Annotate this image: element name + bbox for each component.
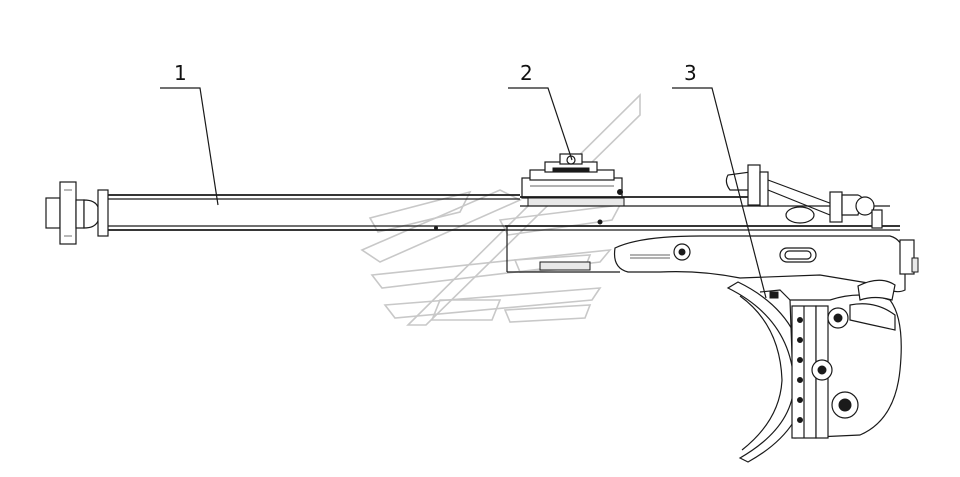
callout-label-2: 2 — [520, 61, 533, 85]
gearbox-unit — [521, 153, 625, 207]
left-end-flange — [45, 181, 109, 245]
leader-lines — [160, 87, 767, 299]
mechanism-block — [769, 279, 902, 439]
main-tube — [108, 194, 520, 231]
frame-rail — [505, 196, 900, 273]
callout-label-1: 1 — [174, 61, 187, 85]
top-right-bracket — [725, 164, 883, 229]
watermark-logo — [360, 93, 641, 326]
callout-label-3: 3 — [684, 61, 697, 85]
